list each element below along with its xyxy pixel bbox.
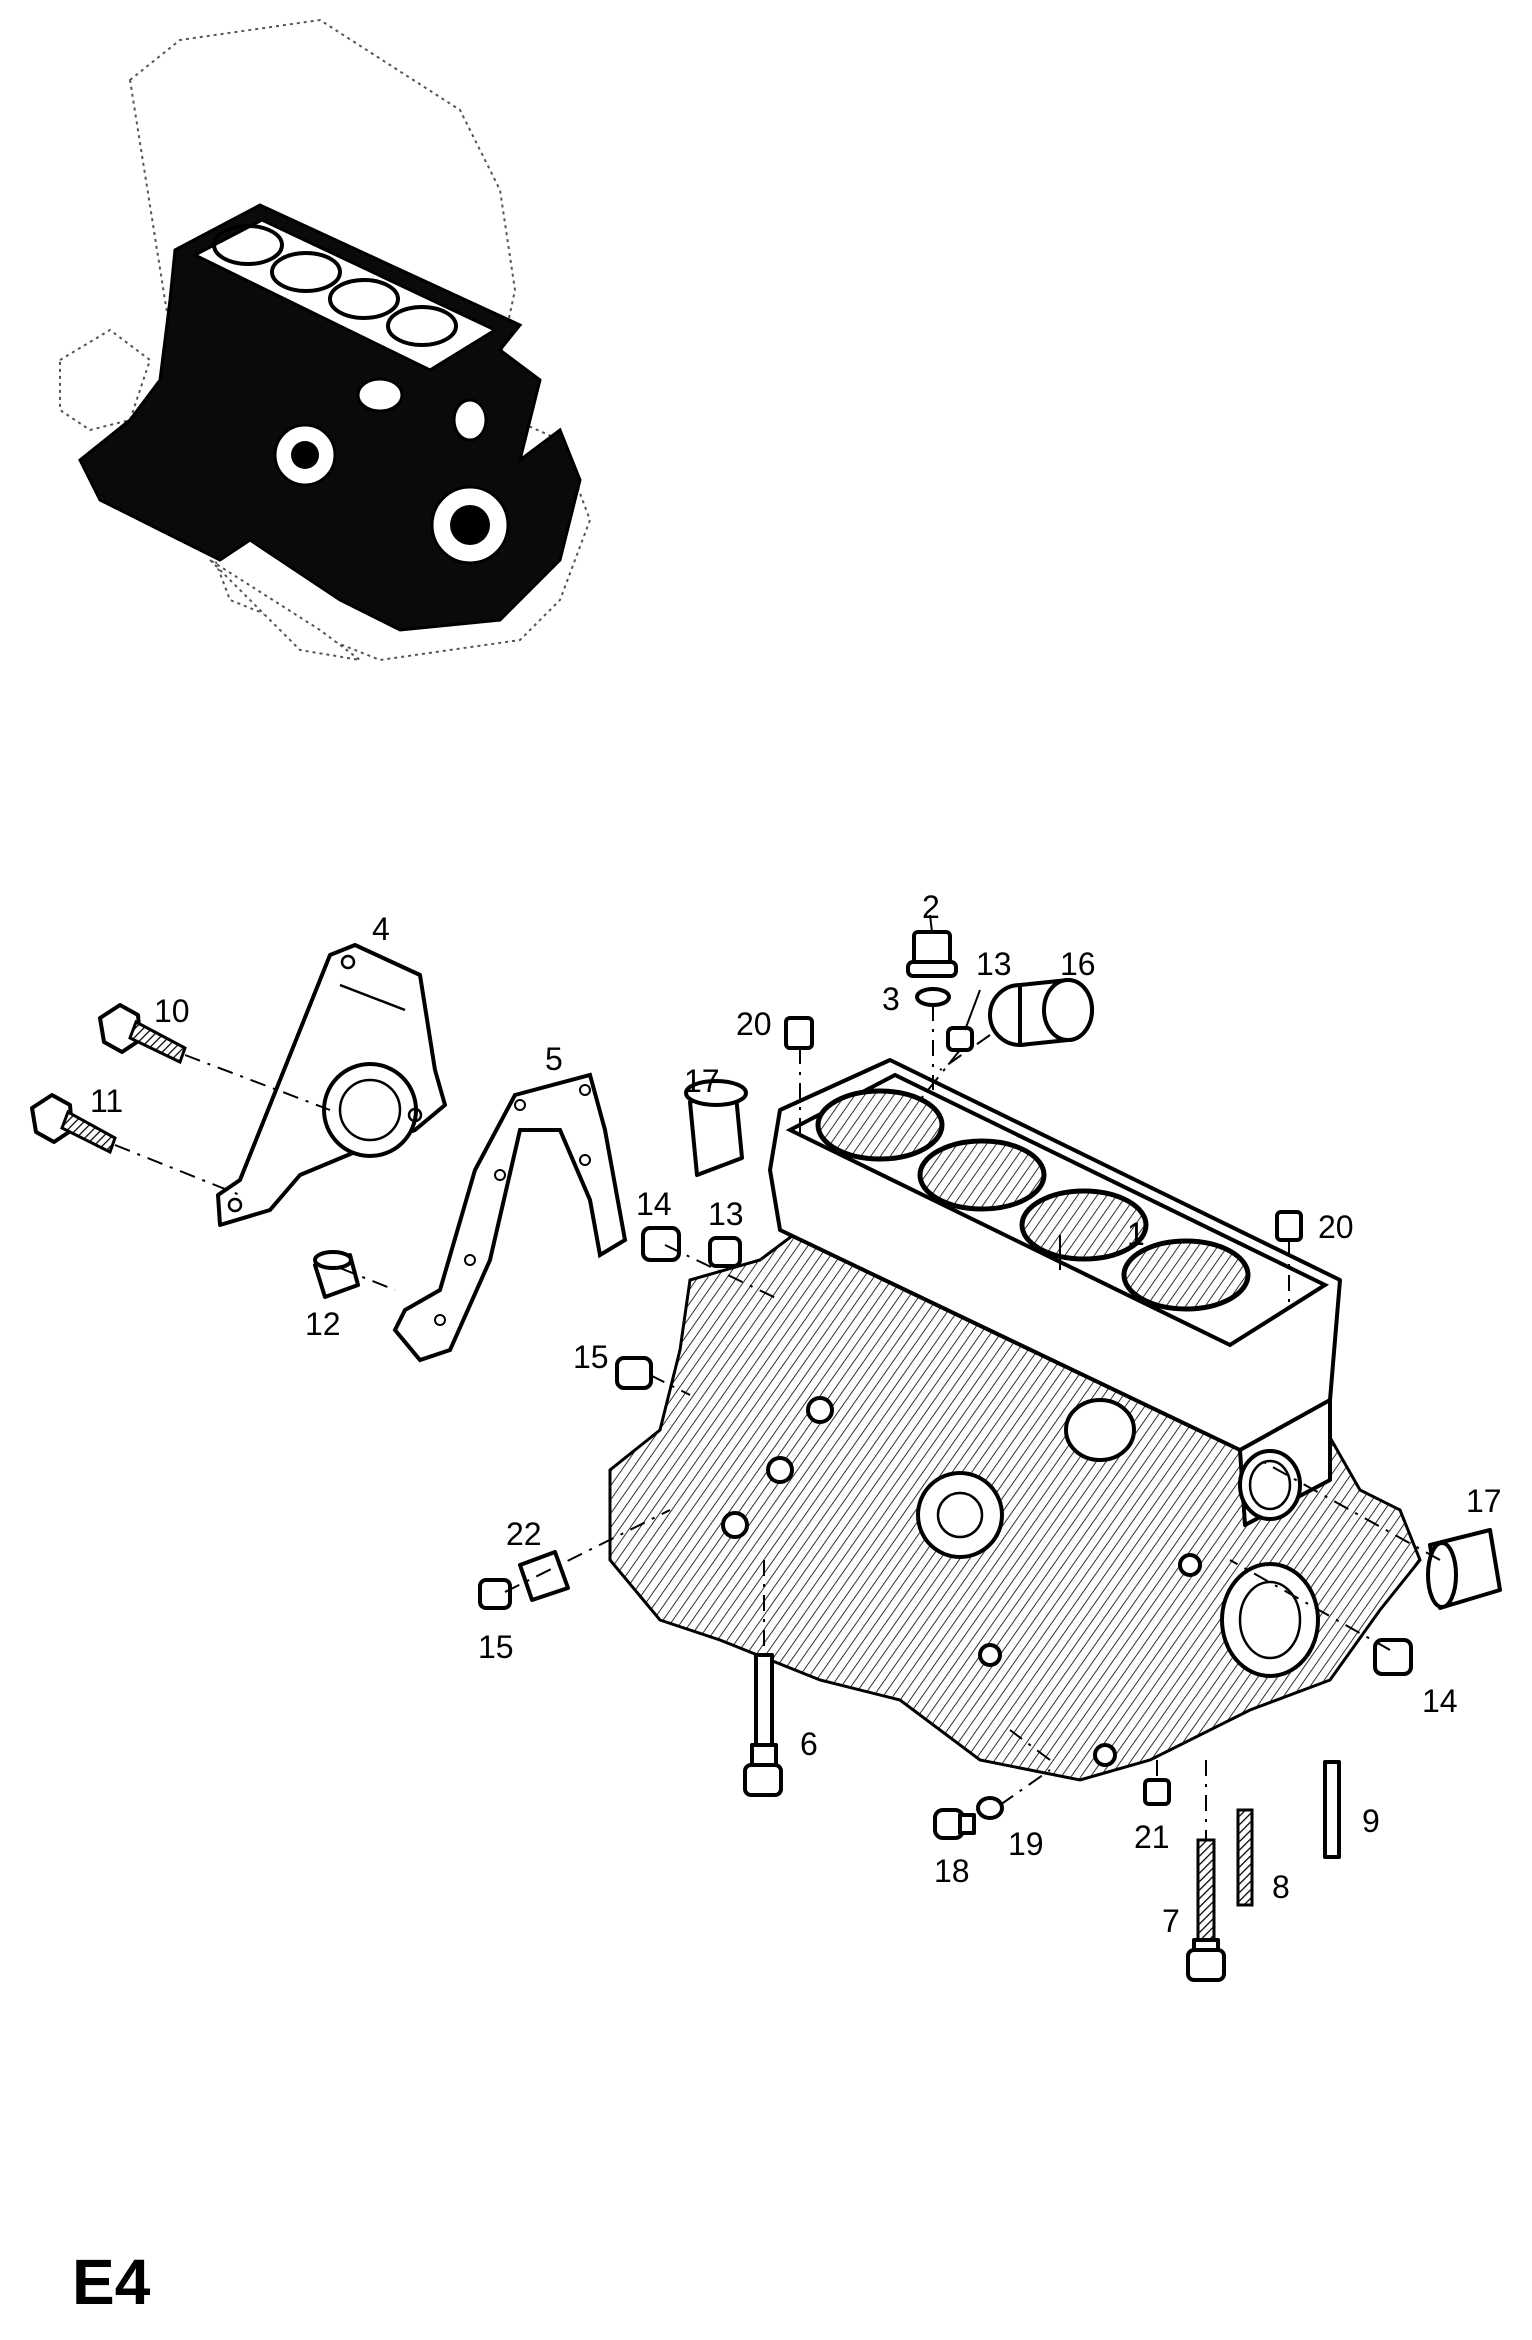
- gasket: [392, 1072, 628, 1363]
- callout-20-left: 20: [736, 1006, 772, 1042]
- pin-9: [1323, 1760, 1341, 1859]
- callout-15-lower: 15: [478, 1629, 514, 1665]
- nut-20-left: [784, 1016, 814, 1050]
- nut-21: [1143, 1778, 1171, 1806]
- callout-14-left: 14: [636, 1186, 672, 1222]
- callout-9: 9: [1362, 1803, 1380, 1839]
- assembly-leader-lines: [114, 1005, 1441, 1840]
- callout-2: 2: [922, 889, 940, 925]
- sleeve-22: [518, 1550, 570, 1602]
- callout-15-upper: 15: [573, 1339, 609, 1375]
- callout-17-left: 17: [684, 1063, 720, 1099]
- callout-3: 3: [882, 981, 900, 1017]
- plug-2: [906, 930, 958, 978]
- sleeve-15-upper: [615, 1356, 653, 1390]
- bolt-6: [743, 1653, 783, 1797]
- drain-plug-18: [933, 1808, 976, 1840]
- callout-11: 11: [90, 1083, 123, 1119]
- callout-18: 18: [934, 1853, 970, 1889]
- washer-19: [976, 1796, 1004, 1820]
- callout-1: 1: [1127, 1216, 1145, 1252]
- label-leaders: [929, 914, 1061, 1270]
- dowel-sleeve-12: [313, 1250, 360, 1299]
- sleeve-14-left: [641, 1226, 681, 1262]
- callout-14-right: 14: [1422, 1683, 1458, 1719]
- seal-cap-17-right: [1426, 1528, 1502, 1610]
- callout-7: 7: [1162, 1903, 1180, 1939]
- callout-labels: 1 2 3 4 5 6 7 8 9 10 11 12 13 13 14 14 1…: [90, 889, 1502, 1939]
- callout-10: 10: [154, 993, 190, 1029]
- engine-overview-illustration: [59, 18, 592, 662]
- sleeve-13-side: [708, 1236, 742, 1268]
- callout-8: 8: [1272, 1869, 1290, 1905]
- sleeve-13-top: [946, 1026, 974, 1052]
- callout-6: 6: [800, 1726, 818, 1762]
- callout-22: 22: [506, 1516, 542, 1552]
- washer-3: [915, 987, 951, 1007]
- callout-19: 19: [1008, 1826, 1044, 1862]
- nut-20-right: [1275, 1210, 1303, 1242]
- pin-8: [1236, 1808, 1254, 1907]
- callout-13-side: 13: [708, 1196, 744, 1232]
- callout-4: 4: [372, 911, 390, 947]
- bolt-10: [98, 1003, 187, 1065]
- seal-cap-17-left: [684, 1079, 748, 1177]
- sleeve-15-lower: [478, 1578, 512, 1610]
- engine-block: [608, 1058, 1422, 1782]
- seal-cap-16: [988, 978, 1094, 1047]
- callout-13-top: 13: [976, 946, 1012, 982]
- callout-21: 21: [1134, 1819, 1170, 1855]
- bolt-7: [1186, 1838, 1226, 1982]
- front-cover-plate: [216, 943, 447, 1227]
- callout-12: 12: [305, 1306, 341, 1342]
- page-code: E4: [72, 2246, 151, 2318]
- bolt-11: [30, 1093, 117, 1155]
- callout-17-right: 17: [1466, 1483, 1502, 1519]
- sleeve-14-right: [1373, 1638, 1413, 1676]
- callout-16: 16: [1060, 946, 1096, 982]
- callout-20-right: 20: [1318, 1209, 1354, 1245]
- callout-5: 5: [545, 1041, 563, 1077]
